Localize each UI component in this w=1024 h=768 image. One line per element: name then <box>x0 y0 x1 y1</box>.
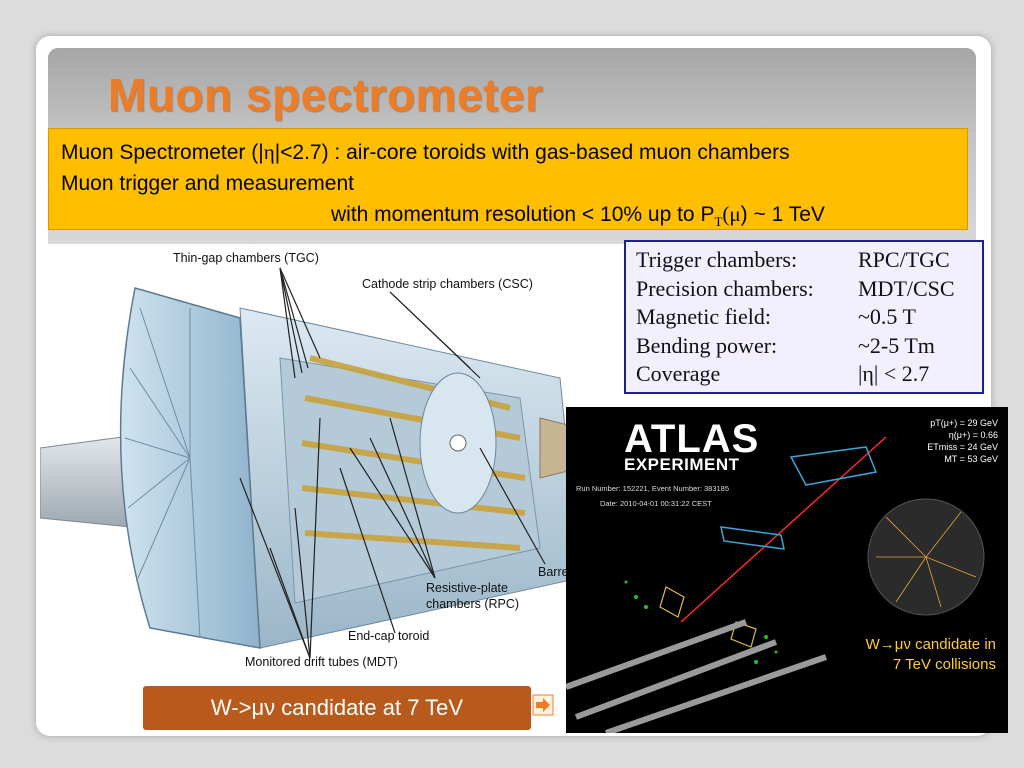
label-rpc-line2: chambers (RPC) <box>426 597 519 611</box>
parameters-table: Trigger chambers: RPC/TGC Precision chamb… <box>624 240 984 394</box>
summary-box: Muon Spectrometer (|η|<2.7) : air-core t… <box>48 128 968 230</box>
param-key: Trigger chambers: <box>636 247 798 272</box>
arrow-right-icon[interactable] <box>532 694 554 716</box>
label-csc: Cathode strip chambers (CSC) <box>362 277 533 291</box>
event-tracks <box>566 436 985 733</box>
param-value: ~2-5 Tm <box>858 332 935 358</box>
param-value: |η| < 2.7 <box>858 361 930 386</box>
candidate-label: W→μν candidate in 7 TeV collisions <box>866 635 996 675</box>
atlas-logo-text: ATLAS <box>624 417 760 461</box>
label-rpc-line1: Resistive-plate <box>426 581 508 595</box>
param-value: ~0.5 T <box>858 304 916 329</box>
kin-mt: MT = 53 GeV <box>944 454 998 464</box>
event-date: Date: 2010-04-01 00:31:22 CEST <box>600 499 712 508</box>
candidate-line-1: W→μν candidate in <box>865 636 996 653</box>
param-key: Coverage <box>636 361 721 386</box>
param-value: RPC/TGC <box>858 247 950 272</box>
param-row: Coverage |η| < 2.7 <box>636 360 955 389</box>
label-endcap-toroid: End-cap toroid <box>348 629 429 643</box>
caption-button[interactable]: W->μν candidate at 7 TeV <box>143 686 531 730</box>
summary-line-3: with momentum resolution < 10% up to PT(… <box>331 202 825 230</box>
run-number: Run Number: 152221, Event Number: 383185 <box>576 484 730 493</box>
label-tgc: Thin-gap chambers (TGC) <box>173 251 319 265</box>
param-row: Precision chambers: MDT/CSC <box>636 275 955 304</box>
event-display: ATLAS EXPERIMENT Run Number: 152221, Eve… <box>566 407 1008 733</box>
slide-title: Muon spectrometer <box>108 69 544 121</box>
kin-etmiss: ETmiss = 24 GeV <box>927 442 998 452</box>
summary-line-1: Muon Spectrometer (|η|<2.7) : air-core t… <box>61 140 790 164</box>
experiment-text: EXPERIMENT <box>624 455 740 474</box>
atlas-detector-diagram: Thin-gap chambers (TGC) Cathode strip ch… <box>40 251 606 669</box>
candidate-line-2: 7 TeV collisions <box>892 656 996 673</box>
param-row: Trigger chambers: RPC/TGC <box>636 246 955 275</box>
label-mdt: Monitored drift tubes (MDT) <box>245 655 398 669</box>
param-key: Precision chambers: <box>636 275 814 301</box>
param-value: MDT/CSC <box>858 275 955 301</box>
kin-pt: pT(μ+) = 29 GeV <box>930 418 998 428</box>
param-row: Magnetic field: ~0.5 T <box>636 303 955 332</box>
kin-eta: η(μ+) = 0.66 <box>948 430 998 440</box>
param-key: Magnetic field: <box>636 304 772 329</box>
param-row: Bending power: ~2-5 Tm <box>636 332 955 361</box>
kinematics: pT(μ+) = 29 GeV η(μ+) = 0.66 ETmiss = 24… <box>927 417 998 465</box>
param-key: Bending power: <box>636 332 778 358</box>
summary-line-2: Muon trigger and measurement <box>61 172 354 195</box>
